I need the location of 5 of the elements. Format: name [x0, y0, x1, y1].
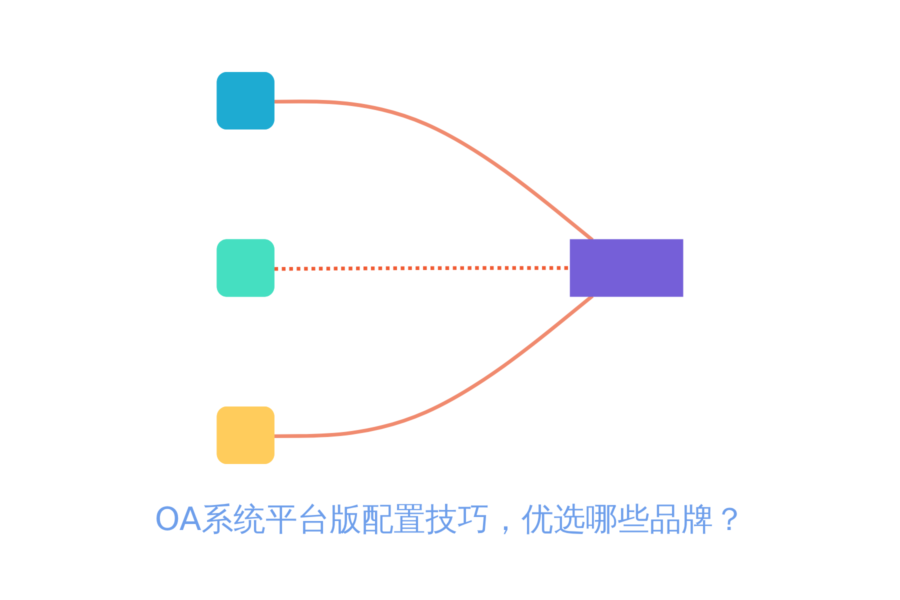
connector — [274, 294, 594, 438]
connector — [274, 100, 594, 242]
node-box — [570, 239, 684, 297]
caption: OA系统平台版配置技巧，优选哪些品牌？ — [154, 499, 746, 540]
connector — [274, 266, 571, 271]
